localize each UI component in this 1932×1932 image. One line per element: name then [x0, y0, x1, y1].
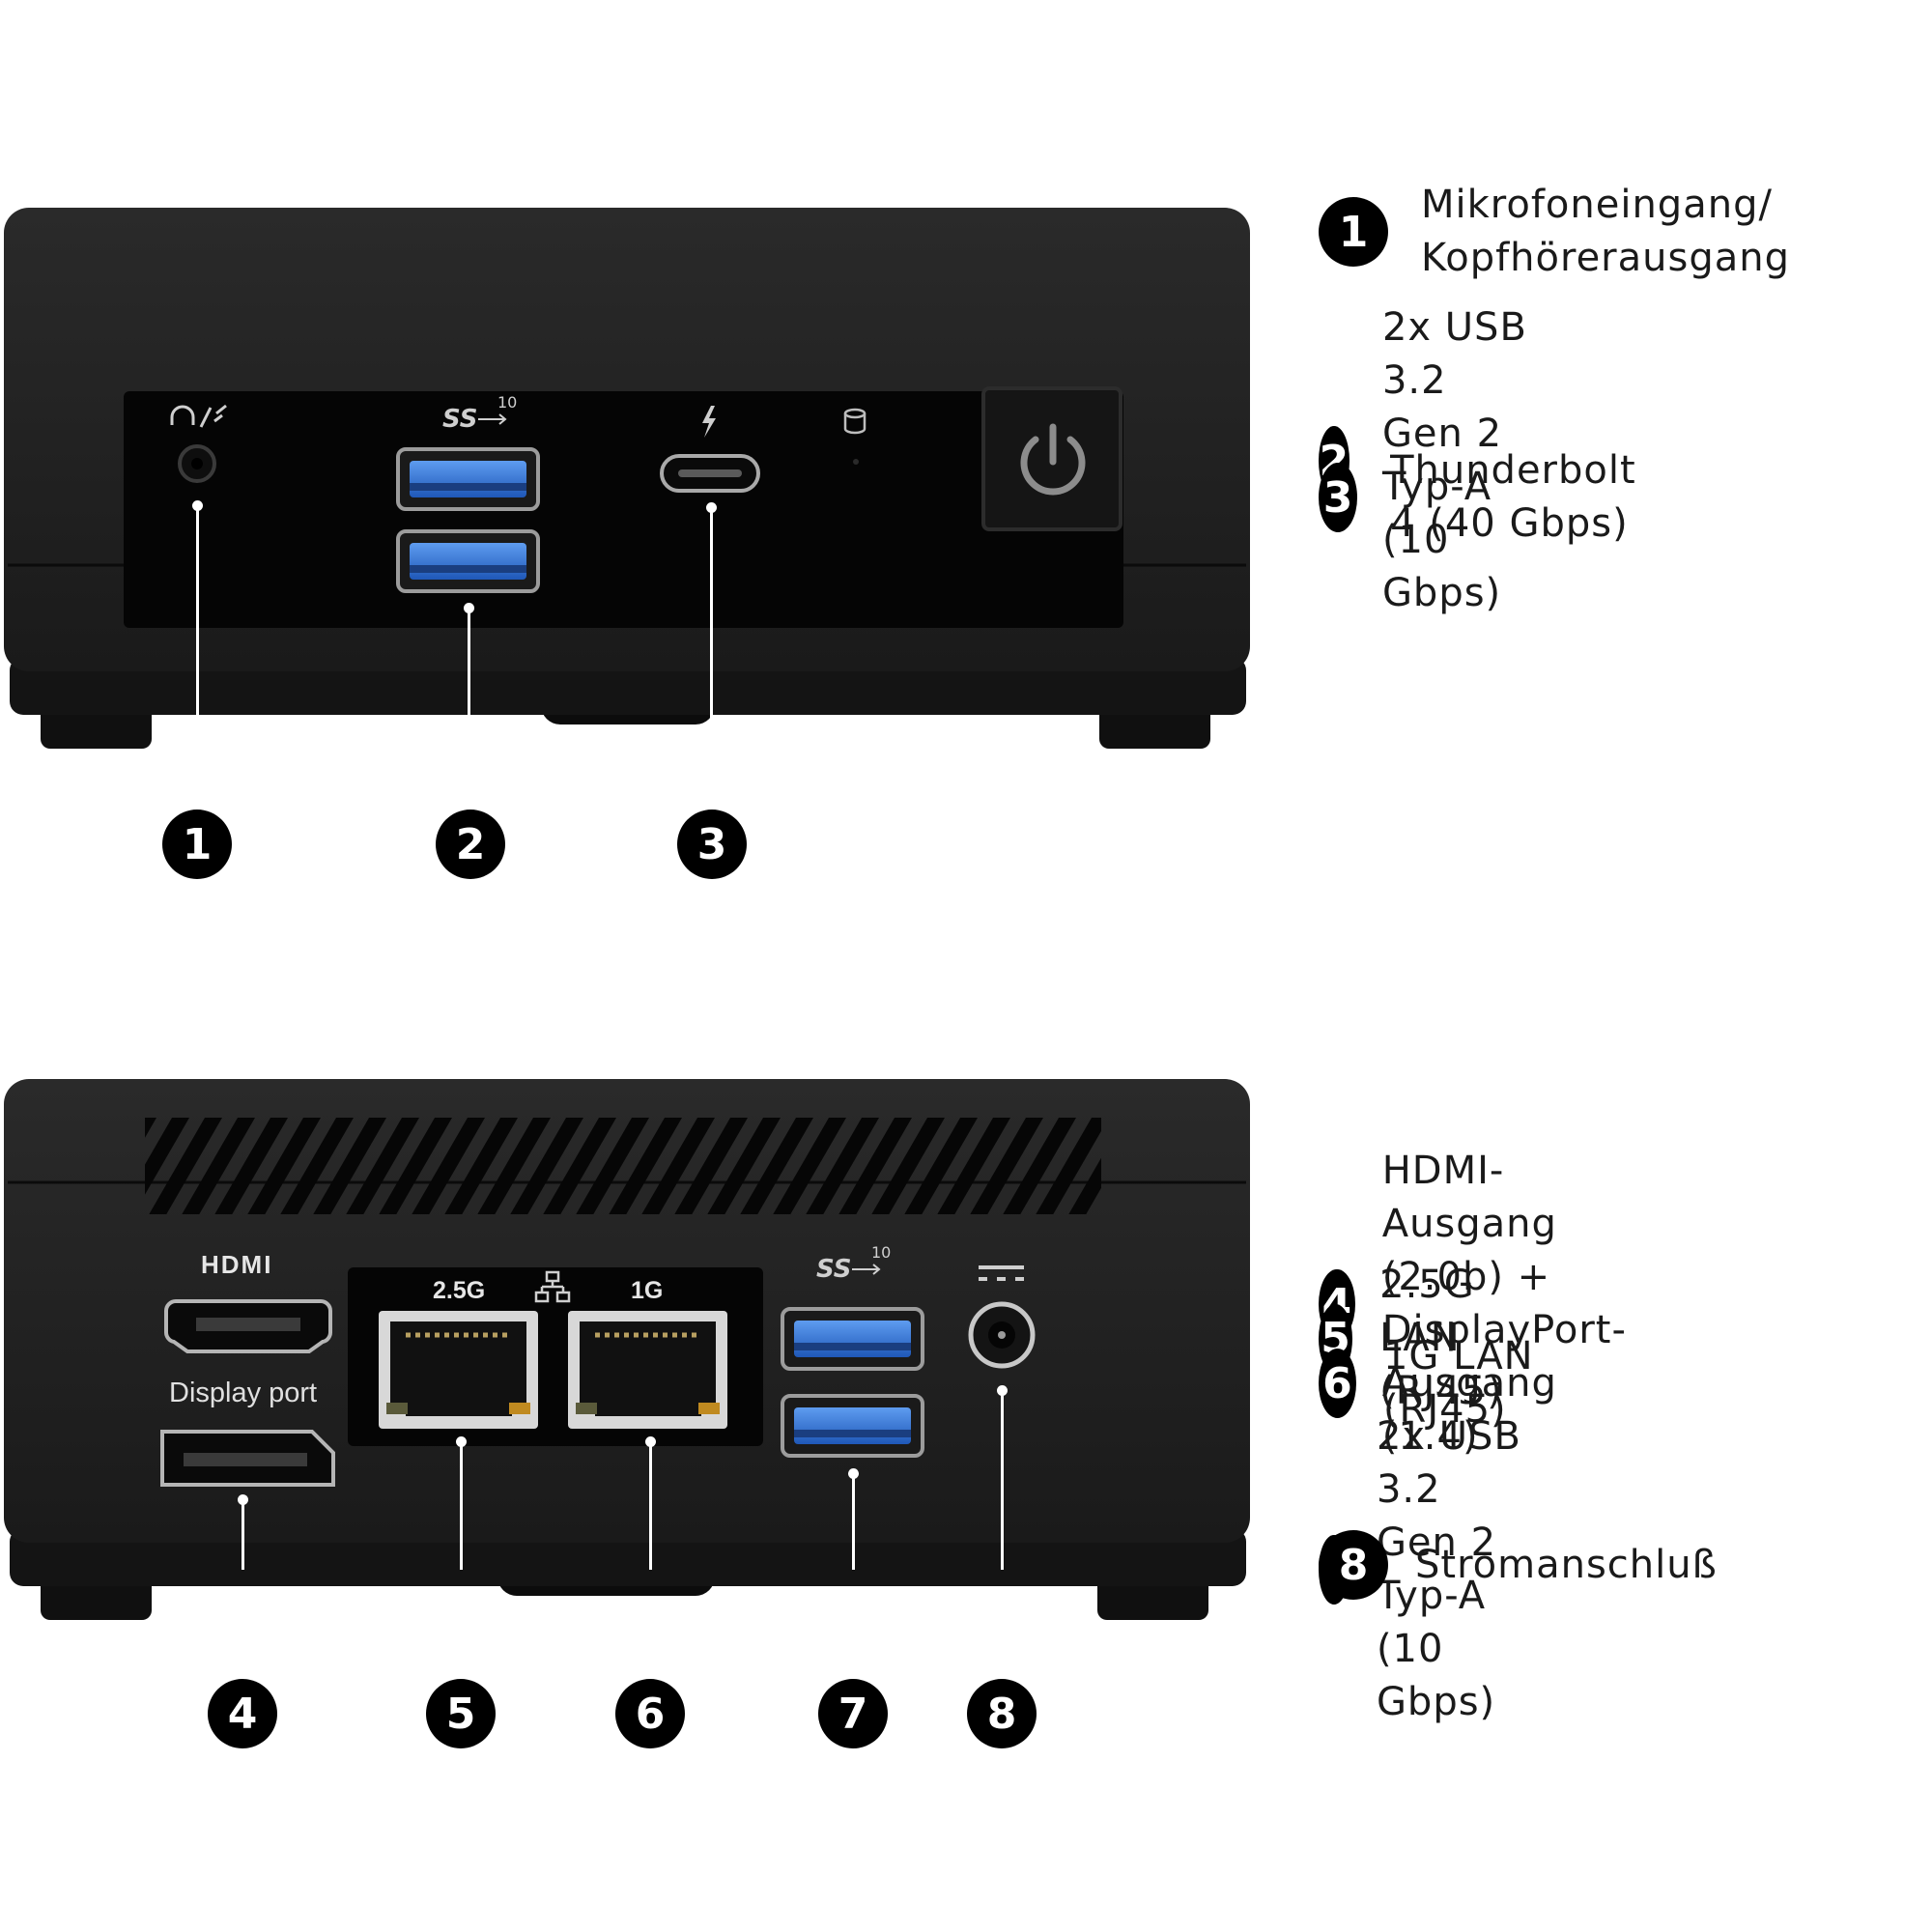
svg-text:10: 10	[871, 1243, 891, 1262]
usb-ss10-icon: SS 10	[816, 1243, 891, 1284]
svg-text:10: 10	[497, 393, 517, 412]
callout-line	[710, 512, 713, 794]
storage-led-icon	[843, 408, 867, 435]
legend-badge: 8	[1319, 1530, 1388, 1600]
displayport-label: Display port	[169, 1378, 317, 1408]
callout-dot	[706, 502, 717, 513]
callout-badge-1: 1	[162, 810, 232, 879]
callout-dot	[192, 500, 203, 511]
legend-badge: 3	[1319, 463, 1358, 532]
callout-badge-4: 4	[208, 1679, 277, 1748]
callout-line	[468, 612, 470, 794]
callout-dot	[848, 1468, 859, 1479]
callout-line	[852, 1478, 855, 1570]
callout-dot	[238, 1494, 248, 1505]
usb-ss10-icon: SS 10	[442, 393, 517, 434]
callout-badge-3: 3	[677, 810, 747, 879]
legend-item: 6 1G LAN (RJ45)	[1319, 1330, 1539, 1436]
lan-1g-label: 1G	[631, 1277, 663, 1304]
legend-text: Thunderbolt 4 (40 Gbps)	[1390, 448, 1636, 546]
usb-a-port	[396, 447, 540, 511]
usb-a-port	[781, 1394, 924, 1458]
legend-text: 2x USB 3.2 Gen 2 Typ-A (10 Gbps)	[1381, 305, 1527, 615]
svg-text:SS: SS	[442, 405, 478, 434]
rj45-port-25g	[379, 1311, 538, 1429]
callout-line	[1001, 1395, 1004, 1570]
legend-item: 8 Stromanschluß	[1319, 1530, 1718, 1600]
lan-25g-label: 2.5G	[433, 1277, 485, 1304]
thunderbolt-icon	[702, 406, 716, 438]
legend-badge: 6	[1319, 1349, 1356, 1418]
legend-text: 2.5G LAN (RJ45)	[1379, 1263, 1503, 1413]
callout-line	[196, 510, 199, 794]
legend-text: Stromanschluß	[1415, 1542, 1718, 1587]
legend-text: 1G LAN (RJ45)	[1382, 1334, 1534, 1432]
dc-power-icon	[979, 1265, 1024, 1281]
legend-item: 3 Thunderbolt 4 (40 Gbps)	[1319, 444, 1667, 551]
callout-line	[460, 1446, 463, 1570]
callout-dot	[456, 1436, 467, 1447]
vent-grille	[145, 1118, 1101, 1214]
callout-badge-8: 8	[967, 1679, 1037, 1748]
callout-line	[242, 1504, 244, 1570]
front-panel	[124, 391, 1123, 628]
callout-badge-7: 7	[818, 1679, 888, 1748]
headphone-mic-icon	[170, 404, 227, 428]
usb-a-port	[396, 529, 540, 593]
svg-text:SS: SS	[816, 1255, 852, 1284]
callout-dot	[645, 1436, 656, 1447]
legend-text: HDMI-Ausgang (2.0b) + DisplayPort-Ausgan…	[1381, 1149, 1627, 1459]
callout-badge-2: 2	[436, 810, 505, 879]
legend-badge: 1	[1319, 197, 1388, 267]
network-icon	[534, 1270, 571, 1303]
callout-badge-6: 6	[615, 1679, 685, 1748]
hdmi-logo: HDMI	[201, 1250, 272, 1279]
legend-item: 2 2x USB 3.2 Gen 2 Typ-A (10 Gbps)	[1319, 301, 1540, 620]
front-device: SS 10	[0, 203, 1256, 794]
usb-a-port	[781, 1307, 924, 1371]
power-icon	[1020, 423, 1086, 496]
callout-dot	[997, 1385, 1008, 1396]
legend-text: Mikrofoneingang/ Kopfhörerausgang	[1421, 183, 1790, 280]
legend-item: 1 Mikrofoneingang/ Kopfhörerausgang	[1319, 179, 1790, 285]
callout-line	[649, 1446, 652, 1570]
callout-badge-5: 5	[426, 1679, 496, 1748]
callout-dot	[464, 603, 474, 613]
legend-text: 2x USB 3.2 Gen 2 Typ-A (10 Gbps)	[1376, 1414, 1521, 1724]
back-device: HDMI Display port 2.5G 1G	[0, 1074, 1256, 1625]
rj45-port-1g	[568, 1311, 727, 1429]
